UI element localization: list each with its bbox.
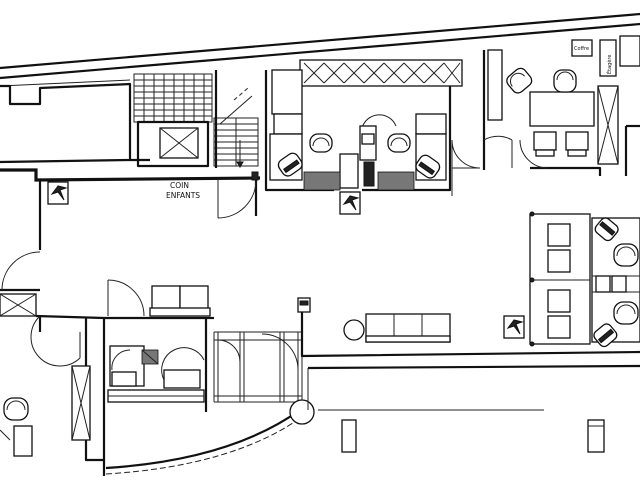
upper-right-office: Coffre Étagère [482, 35, 640, 176]
staircase-2 [213, 87, 259, 168]
upper-left-block [0, 82, 150, 164]
storage-label: Étagère [605, 55, 613, 74]
waiting-area [343, 313, 525, 343]
chair [613, 243, 639, 267]
lower-walls [297, 297, 640, 453]
office-door [451, 139, 481, 196]
left-door-arc [1, 251, 81, 367]
plant-icon [47, 181, 69, 205]
chair [387, 133, 411, 153]
outer-facade [0, 12, 640, 87]
lower-left-room [0, 293, 106, 476]
kids-corner: COIN ENFANTS [47, 181, 200, 205]
chair [3, 397, 29, 421]
right-workstations [529, 211, 640, 348]
chair [277, 152, 303, 177]
staircase [133, 73, 213, 168]
kids-corner-label-1: COIN [170, 181, 189, 190]
curved-facade [105, 399, 315, 475]
plant-icon [503, 315, 525, 339]
passage [213, 331, 303, 403]
chair [613, 301, 639, 325]
entry-door [214, 70, 259, 219]
window-hatch [303, 62, 461, 84]
chair [593, 323, 618, 348]
plant-icon [339, 191, 361, 215]
chair [309, 133, 333, 153]
chair [553, 69, 577, 93]
chair [506, 67, 533, 94]
main-walls [0, 168, 261, 332]
coffee-label: Coffre [574, 46, 589, 52]
chair [594, 217, 619, 242]
kids-corner-label-2: ENFANTS [166, 191, 200, 200]
middle-room [104, 279, 214, 412]
central-office [264, 59, 463, 215]
chair [415, 154, 441, 179]
